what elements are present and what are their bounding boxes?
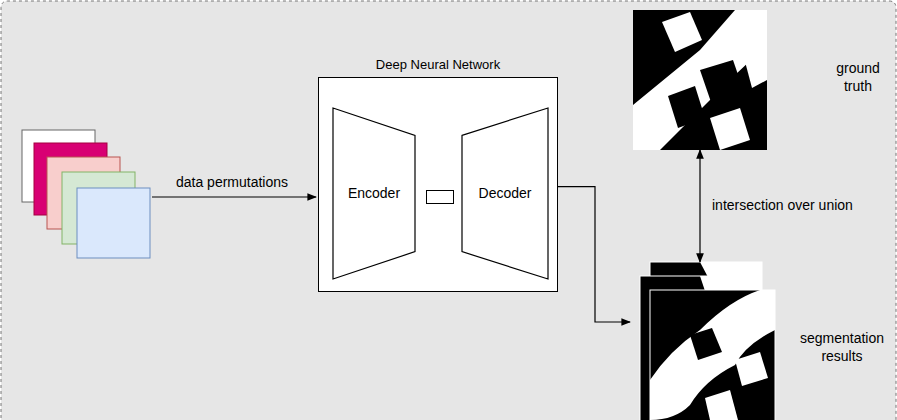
edge-label: intersection over union xyxy=(712,197,853,215)
connector xyxy=(699,150,700,262)
ground-truth-image xyxy=(633,10,767,150)
ground-truth-node: ground truth xyxy=(633,10,767,150)
connector xyxy=(558,187,630,322)
shape-label: Decoder xyxy=(479,185,532,203)
image-label: segmentation results xyxy=(793,330,891,365)
network-box: Deep Neural NetworkEncoderDecoder xyxy=(318,77,558,292)
image-label: ground truth xyxy=(823,60,893,95)
segmentation-images xyxy=(640,262,775,420)
input-stack xyxy=(22,130,150,258)
bottleneck-block xyxy=(426,190,454,204)
box-heading: Deep Neural Network xyxy=(319,57,557,73)
shape-label: Encoder xyxy=(348,185,400,203)
encoder-shape: Encoder xyxy=(333,108,415,279)
input-arrow xyxy=(152,196,316,197)
segmentation-node: segmentation results xyxy=(630,262,775,420)
arrow-label: data permutations xyxy=(152,174,312,192)
decoder-shape: Decoder xyxy=(462,108,548,279)
